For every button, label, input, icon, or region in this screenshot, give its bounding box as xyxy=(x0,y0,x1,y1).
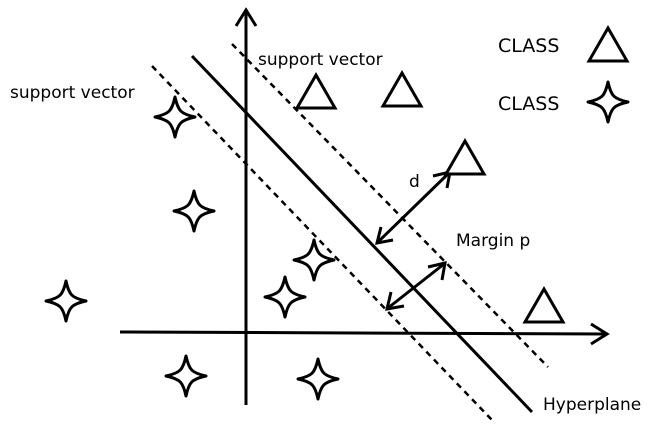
legend-label-triangle: CLASS xyxy=(498,35,559,57)
triangle-icon xyxy=(523,287,565,324)
axes xyxy=(119,7,610,405)
margin-label: Margin p xyxy=(456,231,530,251)
margin-line-upper xyxy=(231,43,549,368)
x-axis xyxy=(119,330,607,336)
star-icon xyxy=(44,279,88,323)
star-icon xyxy=(153,95,197,139)
hyperplane-label: Hyperplane xyxy=(543,395,641,415)
margin-arrow xyxy=(385,261,447,311)
distance-label: d xyxy=(409,172,420,192)
triangle-icon xyxy=(444,139,486,176)
star-icon xyxy=(172,189,216,233)
x-axis-arrowhead xyxy=(590,322,610,346)
margin-line-lower xyxy=(151,65,493,421)
support-vector-label-top: support vector xyxy=(258,50,383,70)
triangle-icon xyxy=(295,73,337,110)
legend-label-star: CLASS xyxy=(498,93,559,115)
star-icon xyxy=(292,238,336,282)
star-icon xyxy=(164,354,208,398)
support-vector-label-left: support vector xyxy=(10,83,135,103)
triangle-icon xyxy=(381,71,423,108)
star-icon xyxy=(296,357,340,401)
legend-triangle-icon xyxy=(587,26,629,63)
legend-star-icon xyxy=(586,80,630,124)
star-icon xyxy=(263,275,307,319)
y-axis-arrowhead xyxy=(234,7,258,27)
hyperplane-line xyxy=(190,54,534,414)
